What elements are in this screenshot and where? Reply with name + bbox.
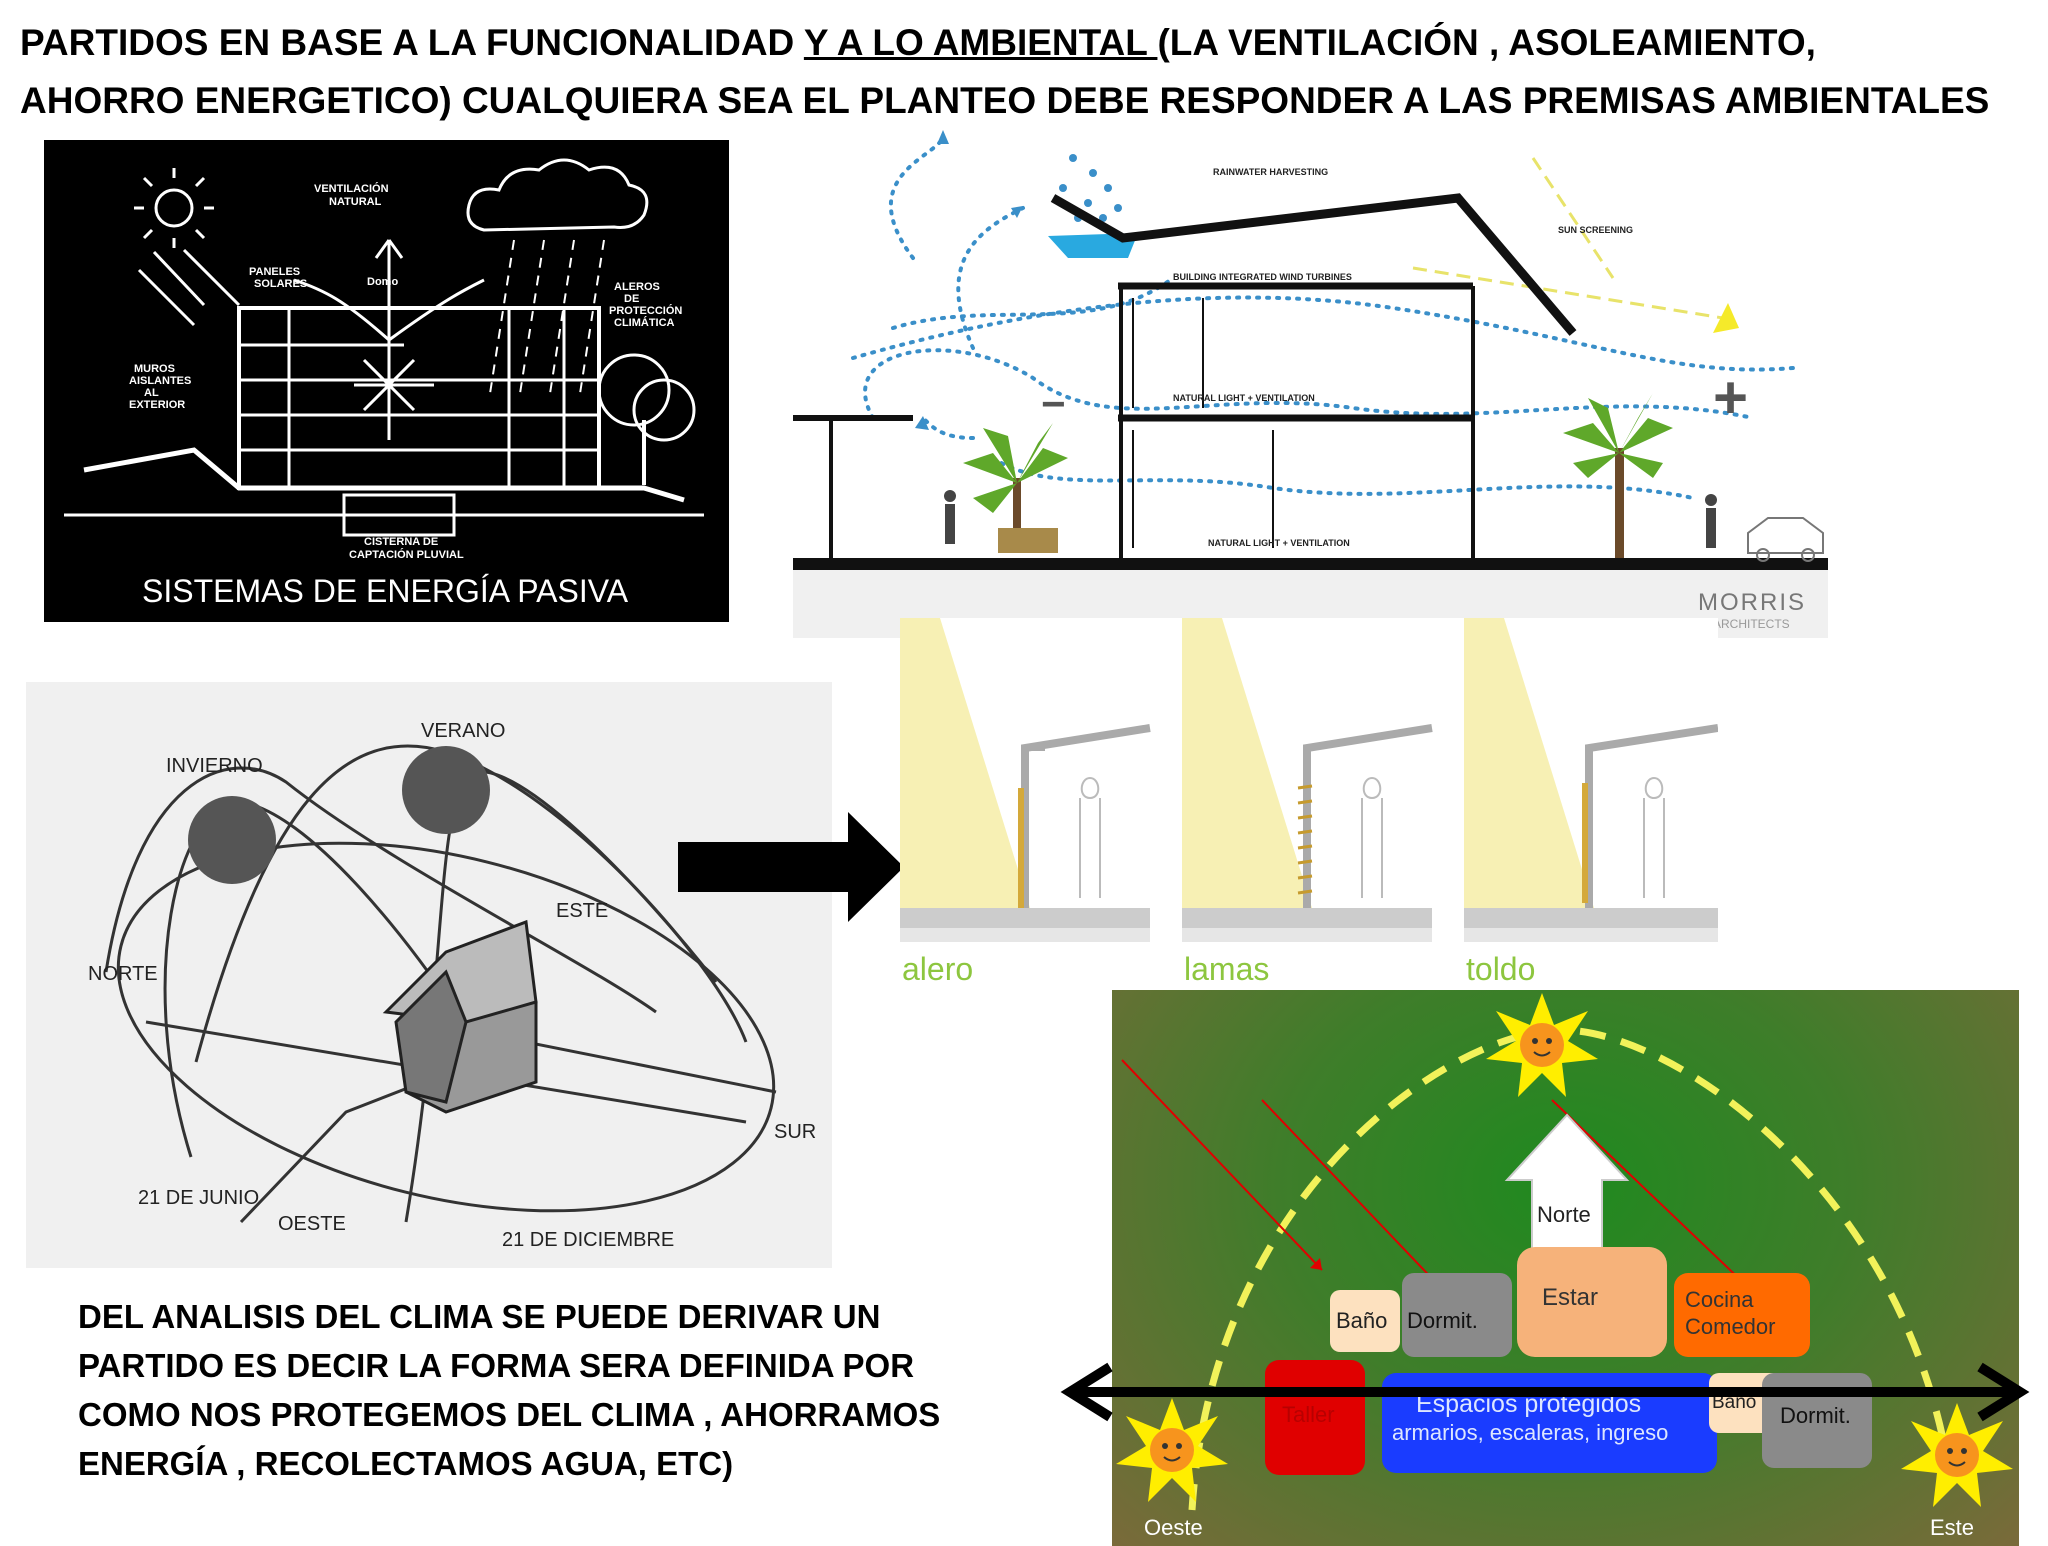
sun-icon [154, 188, 194, 228]
shading-lamas [1182, 618, 1433, 942]
este-label: Este [1930, 1515, 1974, 1540]
label-oeste: OESTE [278, 1213, 346, 1235]
label-aleros-1: ALEROS [614, 281, 660, 293]
room-bano-top [1330, 1290, 1400, 1352]
room-protegidos-label-2: armarios, escaleras, ingreso [1392, 1420, 1668, 1445]
title-part2: (LA VENTILACIÓN , ASOLEAMIENTO, [1157, 22, 1816, 63]
label-cisterna-2: CAPTACIÓN PLUVIAL [349, 548, 464, 561]
label-este: ESTE [556, 900, 608, 922]
shading-devices: alero lamas toldo [900, 618, 1718, 1003]
palm-tree-left [963, 423, 1068, 553]
winter-sun-icon [188, 796, 276, 884]
room-cocina-label-2: Comedor [1685, 1314, 1775, 1339]
cistern-icon [342, 493, 456, 537]
label-aleros-4: CLIMÁTICA [614, 316, 675, 329]
body-line-2: PARTIDO ES DECIR LA FORMA SERA DEFINIDA … [78, 1347, 915, 1384]
firm-subtitle: ARCHITECTS [1713, 617, 1790, 631]
room-cocina-label-1: Cocina [1685, 1287, 1754, 1312]
label-norte: NORTE [88, 963, 158, 985]
minus-sign: − [1041, 380, 1066, 427]
label-invierno: INVIERNO [166, 755, 263, 777]
label-paneles-2: SOLARES [254, 278, 307, 290]
room-bano-top-label: Baño [1336, 1308, 1387, 1333]
label-cisterna-1: CISTERNA DE [364, 536, 438, 548]
label-natural-light-lower: NATURAL LIGHT + VENTILATION [1208, 538, 1350, 548]
label-ventilacion-1: VENTILACIÓN [314, 182, 389, 195]
room-taller-label: Taller [1282, 1402, 1335, 1427]
title-part1: PARTIDOS EN BASE A LA FUNCIONALIDAD [20, 22, 804, 63]
label-toldo: toldo [1466, 951, 1535, 987]
norte-label: Norte [1537, 1202, 1591, 1227]
label-muros-3: AL [144, 387, 159, 399]
east-west-arrow-icon [1060, 1362, 2030, 1422]
passive-sketch-drawing: VENTILACIÓN NATURAL PANELES SOLARES Domo… [64, 158, 704, 609]
label-wind-turbines: BUILDING INTEGRATED WIND TURBINES [1173, 272, 1352, 282]
room-estar-label: Estar [1542, 1284, 1598, 1311]
label-natural-light-upper: NATURAL LIGHT + VENTILATION [1173, 393, 1315, 403]
north-arrow-icon [1504, 1113, 1630, 1253]
label-verano: VERANO [421, 720, 505, 742]
ground-line [793, 558, 1828, 570]
palm-tree-right [1563, 393, 1673, 558]
cloud-icon [466, 158, 649, 232]
label-ventilacion-2: NATURAL [329, 196, 382, 208]
label-sun-screening: SUN SCREENING [1558, 225, 1633, 235]
climate-analysis-text: DEL ANALISIS DEL CLIMA SE PUEDE DERIVAR … [78, 1292, 1018, 1488]
room-bano-bottom-label: Baño [1712, 1392, 1756, 1413]
rain-drops [1059, 154, 1122, 222]
shading-toldo [1464, 618, 1718, 942]
label-muros-4: EXTERIOR [129, 399, 185, 411]
body-line-3: COMO NOS PROTEGEMOS DEL CLIMA , AHORRAMO… [78, 1396, 941, 1433]
body-line-1: DEL ANALISIS DEL CLIMA SE PUEDE DERIVAR … [78, 1298, 881, 1335]
firm-name: MORRIS [1698, 589, 1806, 616]
building-section-diagram: − + RAINWATER HARVESTING SUN SCREENING B… [793, 118, 1828, 638]
room-protegidos [1382, 1373, 1717, 1473]
room-dormit-top [1402, 1273, 1512, 1357]
label-sur: SUR [774, 1121, 816, 1143]
sun-path-diagram: INVIERNO VERANO ESTE NORTE SUR 21 DE JUN… [26, 682, 832, 1268]
house-icon [382, 919, 538, 1114]
page-title: PARTIDOS EN BASE A LA FUNCIONALIDAD Y A … [20, 14, 2030, 130]
label-21-junio: 21 DE JUNIO [138, 1187, 259, 1209]
rainwater-pool [1048, 233, 1138, 258]
building-outline [237, 306, 601, 490]
sun-path-drawing: INVIERNO VERANO ESTE NORTE SUR 21 DE JUN… [88, 720, 816, 1251]
title-underlined: Y A LO AMBIENTAL [803, 22, 1158, 63]
shading-alero [900, 618, 1151, 942]
sun-left-icon [1116, 1398, 1228, 1502]
label-aleros-3: PROTECCIÓN [609, 304, 682, 317]
car-icon [1747, 517, 1824, 562]
title-line2: AHORRO ENERGETICO) CUALQUIERA SEA EL PLA… [20, 80, 1990, 121]
label-muros-2: AISLANTES [129, 375, 191, 387]
orientation-drawing: Norte Estar Cocina Comedor Baño Dormit. … [1116, 993, 2013, 1540]
passive-energy-sketch: VENTILACIÓN NATURAL PANELES SOLARES Domo… [44, 140, 729, 622]
label-domo: Domo [367, 276, 398, 288]
roof-line [1050, 193, 1577, 336]
passive-sketch-caption: SISTEMAS DE ENERGÍA PASIVA [142, 573, 629, 609]
label-rainwater: RAINWATER HARVESTING [1213, 167, 1328, 177]
label-paneles-1: PANELES [249, 266, 300, 278]
label-aleros-2: DE [624, 293, 639, 305]
sun-right-icon [1901, 1403, 2013, 1507]
room-estar [1517, 1247, 1667, 1357]
room-cocina [1674, 1273, 1810, 1357]
oeste-label: Oeste [1144, 1515, 1203, 1540]
right-arrow-icon [678, 812, 904, 922]
room-dormit-bottom-label: Dormit. [1780, 1403, 1851, 1428]
label-alero: alero [902, 951, 973, 987]
shading-drawing: alero lamas toldo [900, 618, 1718, 987]
sun-top-icon [1486, 993, 1598, 1097]
orientation-diagram: Norte Estar Cocina Comedor Baño Dormit. … [1112, 990, 2019, 1546]
section-drawing: − + RAINWATER HARVESTING SUN SCREENING B… [793, 130, 1828, 638]
label-lamas: lamas [1184, 951, 1269, 987]
label-21-diciembre: 21 DE DICIEMBRE [502, 1229, 674, 1251]
plus-sign: + [1713, 364, 1748, 431]
label-muros-1: MUROS [134, 363, 175, 375]
summer-sun-icon [402, 746, 490, 834]
wind-paths [851, 136, 1795, 500]
room-dormit-top-label: Dormit. [1407, 1308, 1478, 1333]
horizon-ellipse [116, 841, 776, 1213]
body-line-4: ENERGÍA , RECOLECTAMOS AGUA, ETC) [78, 1445, 734, 1482]
